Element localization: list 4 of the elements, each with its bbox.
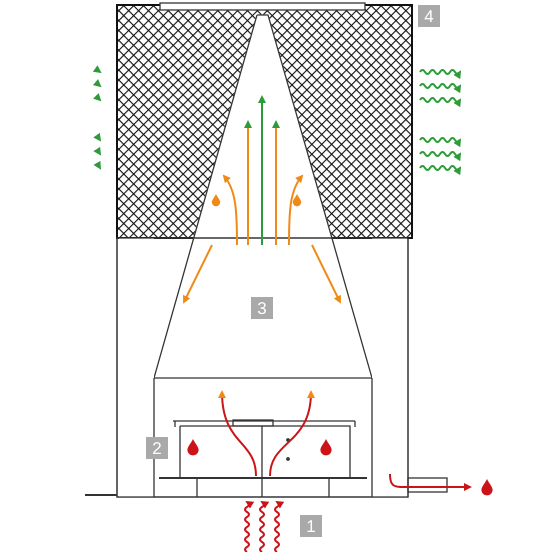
callout-number: 2	[146, 437, 168, 459]
callout-number: 3	[251, 297, 273, 319]
callout-number: 1	[300, 515, 322, 537]
callout-number: 4	[418, 5, 440, 27]
